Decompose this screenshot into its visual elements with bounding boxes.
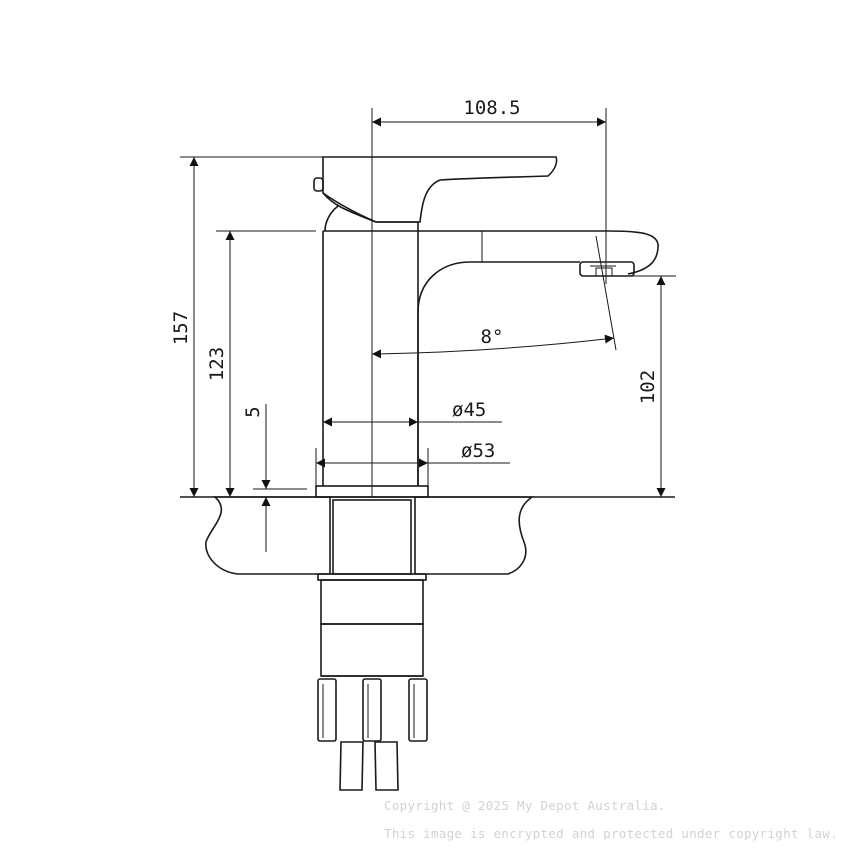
extension-lines [180,108,676,490]
dim-label-spout-height: 102 [637,370,659,404]
dim-arc-spout-angle [371,334,615,359]
dim-label-spout-reach: 108.5 [463,97,520,119]
dim-label-body-height: 123 [206,347,228,381]
handle-pin [313,177,324,192]
aerator [579,261,635,277]
countertop-section [180,496,675,575]
dim-label-body-diameter: ø45 [452,399,486,421]
spout [417,230,659,486]
braided-hoses [339,741,399,791]
dimension-labels: 108.5 157 123 102 5 8° ø45 ø53 [170,97,659,462]
dim-label-spout-angle: 8° [481,326,504,348]
dim-label-base-step: 5 [242,406,264,417]
watermark-line-2: This image is encrypted and protected un… [384,826,838,841]
watermark-line-1: Copyright @ 2025 My Depot Australia. [384,798,666,813]
copyright-watermark: Copyright @ 2025 My Depot Australia. Thi… [384,798,838,841]
fixing-leg-left [317,678,337,742]
dim-label-base-diameter: ø53 [461,440,495,462]
dimension-lines [189,117,666,552]
dim-label-overall-height: 157 [170,311,192,345]
fixing-leg-right [408,678,428,742]
fixing-leg-middle [362,678,382,742]
under-counter-fixing [317,579,428,742]
lever-handle [313,156,558,232]
hose-right [374,741,399,791]
hose-left [339,741,364,791]
threaded-shank [317,499,427,581]
